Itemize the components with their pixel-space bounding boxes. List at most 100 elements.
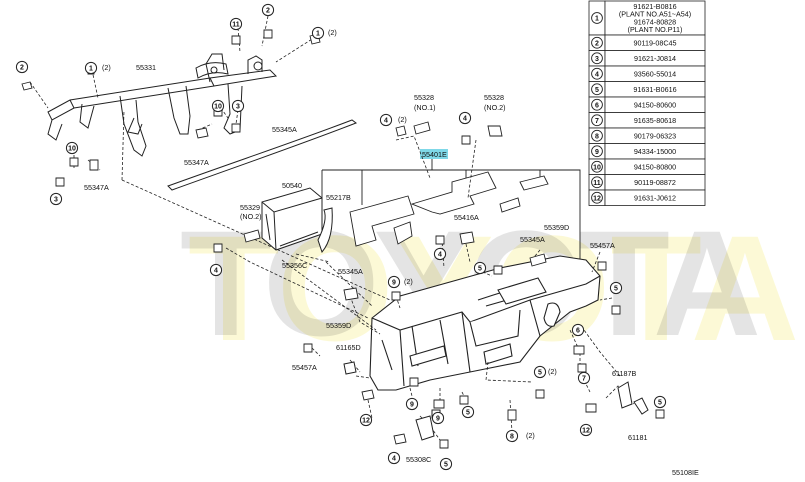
callout-circle-1: 1 xyxy=(84,61,98,75)
callout-number: 5 xyxy=(444,462,448,469)
label-55217B: 55217B xyxy=(326,193,351,202)
callout-circle-5: 5 xyxy=(609,281,623,295)
callout-circle-2: 2 xyxy=(15,60,29,74)
part-labels: 55331 55345A 55347A 55347A 55328 (NO.1) … xyxy=(84,28,699,477)
callout-number: 5 xyxy=(614,286,618,293)
label-55347A-a: 55347A xyxy=(184,158,209,167)
label-55328-no2: 55328 xyxy=(484,93,504,102)
table-part-number: 91621-J0814 xyxy=(634,54,676,63)
table-row-number: 9 xyxy=(595,149,599,156)
callout-circle-3: 3 xyxy=(231,99,245,113)
table-row-number: 6 xyxy=(595,102,599,109)
component-kit-bracket xyxy=(321,158,581,272)
qty-1a: (2) xyxy=(102,63,111,72)
label-55328-no1-note: (NO.1) xyxy=(414,103,436,112)
table-part-number: 90119-08C45 xyxy=(633,38,676,47)
table-row: 1 91621-B0816(PLANT NO.A51~A54)91674-8082… xyxy=(588,0,706,36)
callout-number: 6 xyxy=(576,328,580,335)
table-part-number: 93560-55014 xyxy=(634,69,676,78)
table-row-number: 3 xyxy=(595,56,599,63)
callout-number: 4 xyxy=(438,252,442,259)
label-55331: 55331 xyxy=(136,63,156,72)
table-part-number: 91631-J0612 xyxy=(634,193,676,202)
label-61181: 61181 xyxy=(628,433,647,442)
table-part-number: 90119-08872 xyxy=(634,178,676,187)
callout-number: 1 xyxy=(89,66,93,73)
callout-number: 4 xyxy=(463,116,467,123)
callout-number: 9 xyxy=(436,416,440,423)
callout-circle-4: 4 xyxy=(379,113,393,127)
label-61187B: 61187B xyxy=(612,369,636,378)
label-55347A-b: 55347A xyxy=(84,183,109,192)
qty-4: (2) xyxy=(398,115,407,124)
trim-strip-drawing xyxy=(167,119,358,191)
callout-circle-4: 4 xyxy=(209,263,223,277)
callout-number: 4 xyxy=(384,118,388,125)
label-55359D-right: 55359D xyxy=(544,223,569,232)
callout-number: 10 xyxy=(214,104,222,111)
callout-number: 4 xyxy=(214,268,218,275)
fastener-shapes xyxy=(21,29,665,449)
table-part-number: 90179-06323 xyxy=(634,131,676,140)
label-55359D-left: 55359D xyxy=(326,321,351,330)
qty-5: (2) xyxy=(548,367,557,376)
label-55329: 55329 xyxy=(240,203,260,212)
callout-circle-1: 1 xyxy=(311,26,325,40)
table-part-number: 91621-B0816 xyxy=(633,2,676,11)
diagram-code: 55108IE xyxy=(672,468,699,477)
label-55356C: 55356C xyxy=(282,261,307,270)
callout-circle-7: 7 xyxy=(577,371,591,385)
callout-number: 7 xyxy=(582,376,586,383)
felt-pieces-drawing xyxy=(349,171,549,247)
callout-number: 2 xyxy=(20,65,24,72)
callout-circle-12: 12 xyxy=(359,413,373,427)
callout-circle-9: 9 xyxy=(387,275,401,289)
callout-circle-5: 5 xyxy=(533,365,547,379)
table-row-number: 2 xyxy=(595,40,599,47)
callout-number: 9 xyxy=(410,402,414,409)
table-row-number: 5 xyxy=(595,87,599,94)
label-55328-no2-note: (NO.2) xyxy=(484,103,506,112)
label-50540: 50540 xyxy=(282,181,302,190)
table-part-number: (PLANT NO.P11) xyxy=(628,25,683,34)
callout-number: 1 xyxy=(316,31,320,38)
label-55345A-strip: 55345A xyxy=(272,125,297,134)
callout-circle-2: 2 xyxy=(261,3,275,17)
label-55329-note: (NO.2) xyxy=(240,212,262,221)
callout-number: 11 xyxy=(232,22,240,29)
callout-number: 12 xyxy=(362,418,370,425)
table-row-number: 4 xyxy=(595,71,599,78)
table-part-number: (PLANT NO.A51~A54) xyxy=(619,10,691,19)
qty-9: (2) xyxy=(404,277,413,286)
callout-circle-5: 5 xyxy=(461,405,475,419)
table-row-number: 1 xyxy=(595,16,599,23)
callout-number: 2 xyxy=(266,8,270,15)
table-row: 4 93560-55014 xyxy=(588,65,706,82)
table-row: 9 94334-15000 xyxy=(588,143,706,160)
label-55308C: 55308C xyxy=(406,455,431,464)
label-55401E: 55401E xyxy=(422,150,447,159)
label-55457A-left: 55457A xyxy=(292,363,317,372)
callout-circle-10: 10 xyxy=(211,99,225,113)
callout-circle-9: 9 xyxy=(431,411,445,425)
callout-number: 5 xyxy=(658,400,662,407)
callout-circle-12: 12 xyxy=(579,423,593,437)
table-row-number: 10 xyxy=(593,164,601,171)
table-row-number: 8 xyxy=(595,133,599,140)
table-part-number: 94150-80600 xyxy=(634,100,676,109)
callout-number: 9 xyxy=(392,280,396,287)
label-55345A-right: 55345A xyxy=(520,235,545,244)
instrument-panel-drawing xyxy=(369,255,601,391)
callout-circle-5: 5 xyxy=(439,457,453,471)
callout-number: 12 xyxy=(582,428,590,435)
label-55328-no1: 55328 xyxy=(414,93,434,102)
table-part-number: 91674-80828 xyxy=(634,17,676,26)
callout-circle-10: 10 xyxy=(65,141,79,155)
label-61165D: 61165D xyxy=(336,343,361,352)
table-part-number: 94334-15000 xyxy=(634,147,676,156)
